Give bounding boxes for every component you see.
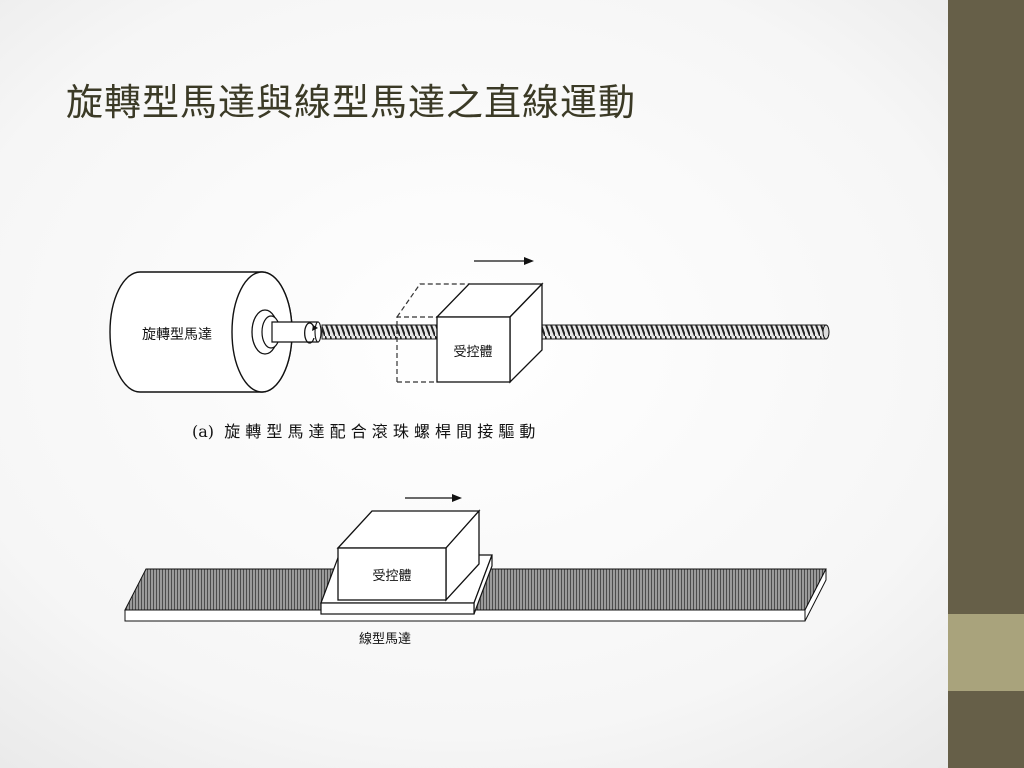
controlled-load-b	[336, 509, 481, 602]
rotation-arrow	[304, 322, 315, 344]
motion-arrow-a	[474, 257, 534, 265]
slide: 旋轉型馬達與線型馬達之直線運動	[66, 81, 830, 647]
ball-screw	[321, 324, 830, 340]
linear-motor-label: 線型馬達	[359, 631, 411, 647]
motion-arrow-b	[405, 494, 462, 502]
sidebar-accent-block	[948, 614, 1024, 691]
rotary-motor-diagram: 旋轉型馬達 受控體	[109, 257, 830, 441]
controlled-load-a	[435, 282, 544, 384]
slide-title: 旋轉型馬達與線型馬達之直線運動	[66, 81, 636, 124]
controlled-load-b-label: 受控體	[372, 569, 411, 584]
controlled-load-a-label: 受控體	[453, 345, 492, 360]
rotary-motor-label: 旋轉型馬達	[142, 327, 212, 343]
load-previous-position	[396, 283, 470, 383]
rotary-motor	[109, 271, 322, 393]
motion-diagram: 旋轉型馬達 受控體	[109, 257, 830, 647]
caption-a: (a) 旋 轉 型 馬 達 配 合 滾 珠 螺 桿 間 接 驅 動	[192, 422, 535, 441]
linear-motor-diagram: 受控體 線型馬達	[124, 494, 827, 647]
